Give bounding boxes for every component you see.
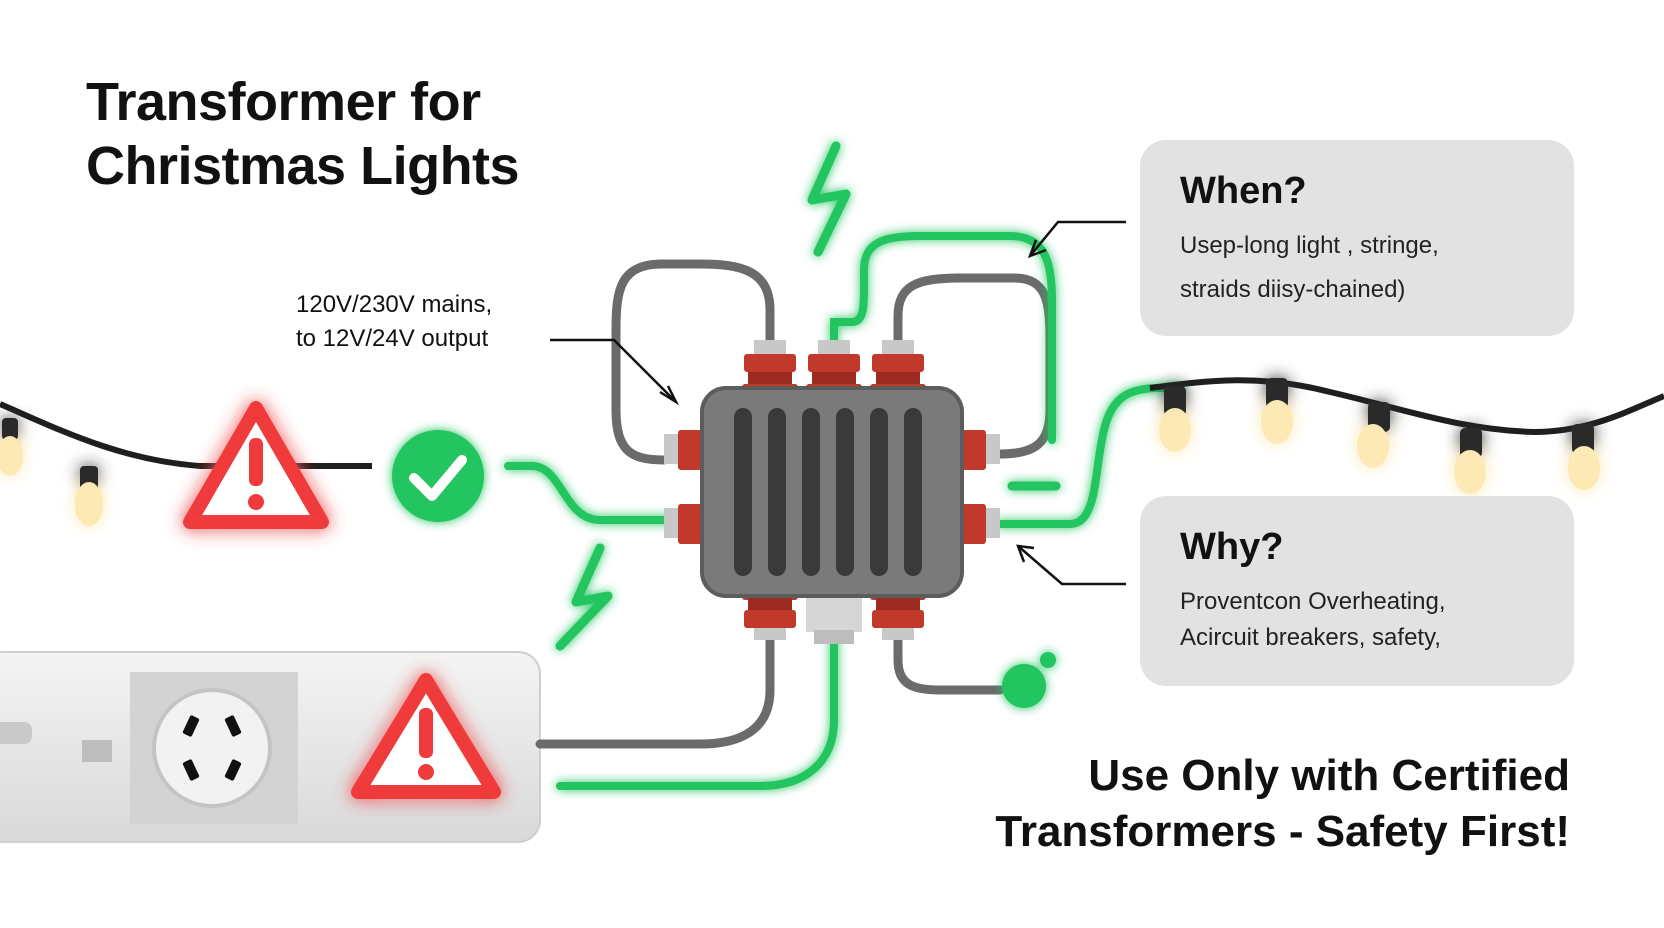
why-heading: Why? [1180,526,1284,568]
terminal [664,504,702,544]
why-card: Why? Proventcon Overheating, Acircuit br… [1140,496,1574,686]
green-dot-icon [1002,652,1056,708]
callout-line-2: to 12V/24V output [296,325,489,352]
when-card: When? Usep-long light , stringe, straids… [1140,140,1574,336]
terminal [962,504,1000,544]
when-text: Usep-long light , stringe, straids diisy… [1180,224,1439,312]
when-line-1: Usep-long light , stringe, [1180,232,1439,259]
left-light-string [0,401,372,526]
terminal [742,340,798,394]
why-line-2: Acircuit breakers, safety, [1180,624,1441,651]
right-light-string [1149,377,1664,494]
when-line-2: straids diisy-chained) [1180,276,1406,303]
terminal [870,340,926,394]
title-line-1: Transformer for [86,72,481,132]
bulb-icon [75,466,103,526]
warning-triangle-icon [351,673,501,799]
lightning-bolt-icon [807,141,851,257]
bulb-icon [1568,424,1600,490]
safety-footer: Use Only with Certified Transformers - S… [995,748,1570,860]
callout-line-1: 120V/230V mains, [296,291,493,318]
footer-line-1: Use Only with Certified [1088,751,1570,800]
when-heading: When? [1180,170,1307,212]
check-circle-icon [392,430,484,522]
bulb-icon [1159,386,1191,452]
page-title: Transformer for Christmas Lights [86,70,520,198]
power-outlet-icon [152,688,272,808]
title-line-2: Christmas Lights [86,136,520,196]
grey-wires [535,259,1055,749]
lightning-bolt-icon [555,543,613,651]
bulb-icon [1454,428,1486,494]
callout-arrows [550,220,1126,586]
terminal [806,340,862,394]
bulb-icon [1261,378,1293,444]
why-line-1: Proventcon Overheating, [1180,588,1446,615]
bulb-icon [1357,402,1390,468]
green-wires [504,232,1184,790]
terminal [664,430,702,470]
transformer [664,340,1000,644]
voltage-callout: 120V/230V mains, to 12V/24V output [296,288,492,356]
why-text: Proventcon Overheating, Acircuit breaker… [1180,584,1446,656]
warning-triangle-icon [183,401,329,529]
bulb-icon [0,418,23,476]
footer-line-2: Transformers - Safety First! [995,807,1570,856]
terminal [962,430,1000,470]
